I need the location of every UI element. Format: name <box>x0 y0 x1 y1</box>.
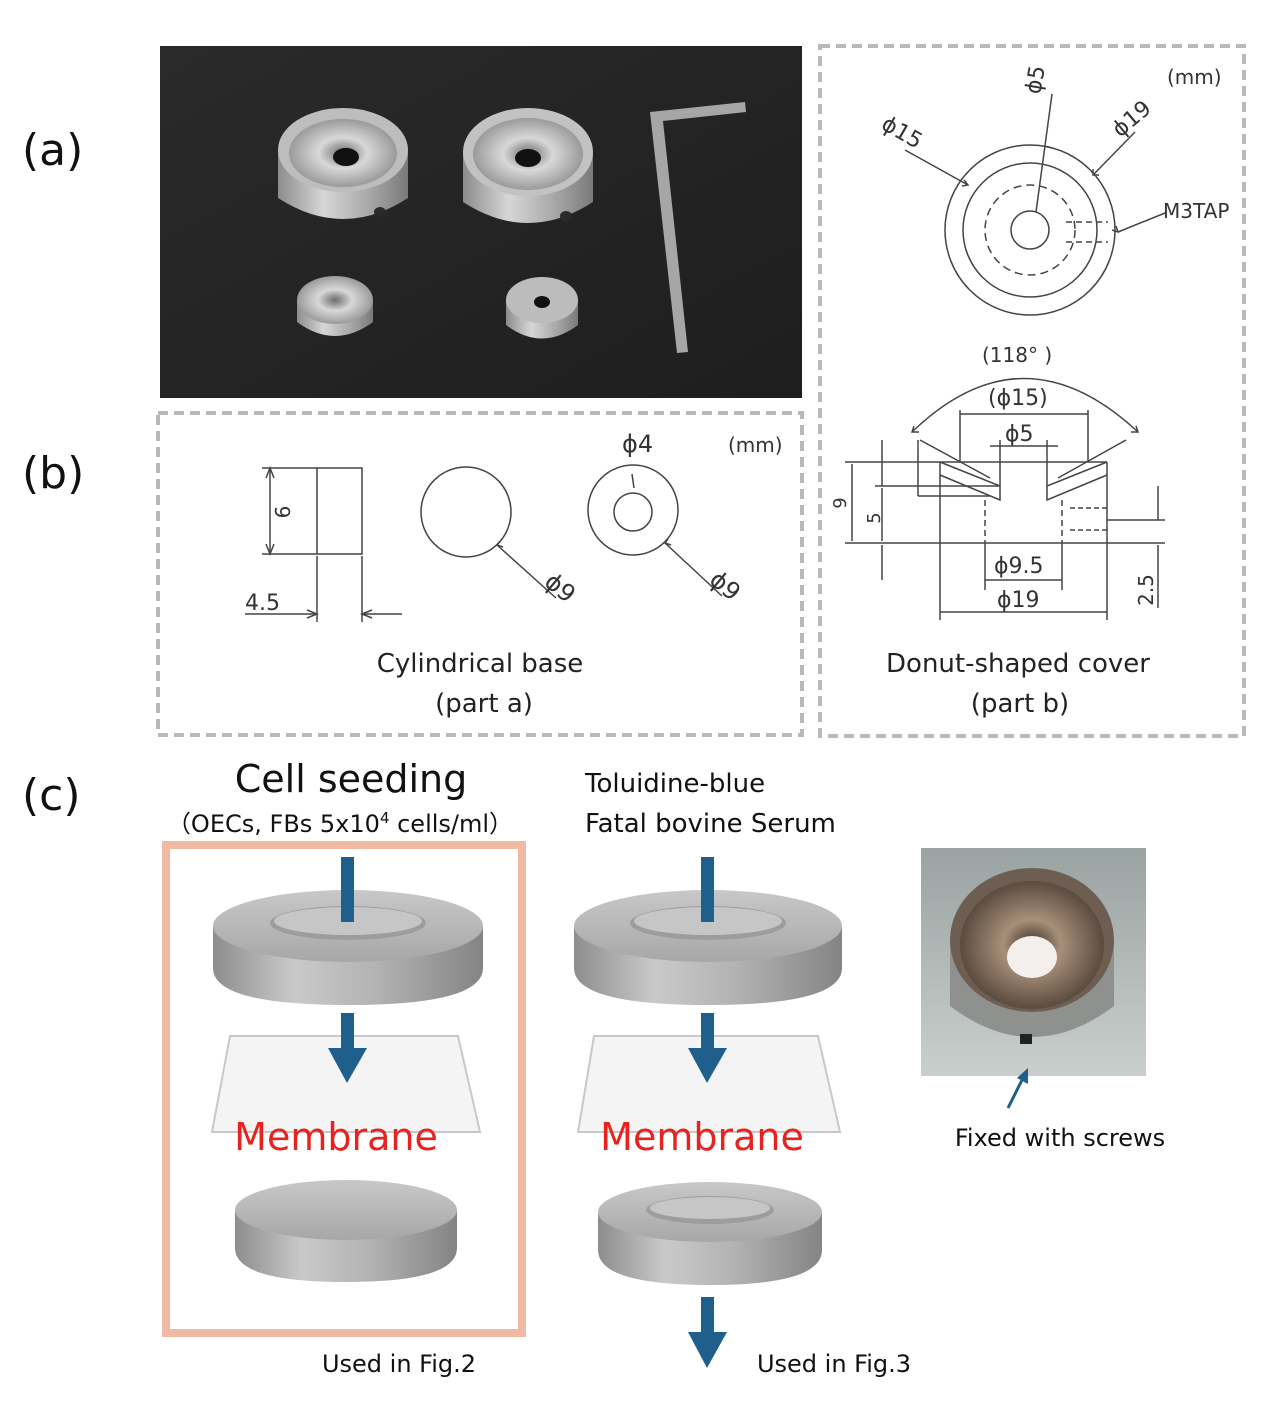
arrow-down-right <box>688 1048 727 1083</box>
dim-height-5: 5 <box>864 512 885 523</box>
photo-base-small <box>297 276 373 336</box>
drawing-cover-lines <box>845 93 1166 620</box>
base-cylinder-left <box>235 1180 457 1240</box>
dim-hole-4: ϕ4 <box>622 430 653 458</box>
arrow-reagent-shaft <box>701 857 714 922</box>
dim-phi15: ϕ15 <box>877 112 926 155</box>
dim-phi5-top: ϕ5 <box>1021 64 1051 96</box>
dim-diameter-9-plain: ϕ9 <box>539 567 581 608</box>
label-used-fig3: Used in Fig.3 <box>757 1350 911 1378</box>
label-used-fig2: Used in Fig.2 <box>322 1350 476 1378</box>
membrane-label-left: Membrane <box>234 1115 438 1159</box>
reagent-line2: Fatal bovine Serum <box>585 809 836 839</box>
dim-m3tap: M3TAP <box>1163 199 1229 223</box>
dim-height-9: 9 <box>830 497 851 508</box>
panel-label-c: (c) <box>22 770 81 821</box>
panel-label-a: (a) <box>22 125 84 176</box>
subtitle-cell-density: （OECs, FBs 5x104 cells/ml） <box>167 809 513 838</box>
photo-hex-key <box>650 102 746 353</box>
membrane-left-sheet <box>210 1035 482 1133</box>
dim-phi15-paren: (ϕ15) <box>988 386 1048 411</box>
photo-parts <box>160 46 802 398</box>
unit-label-cover: (mm) <box>1167 65 1222 89</box>
photo-cover-right <box>463 108 593 223</box>
dim-width-4-5: 4.5 <box>245 591 280 616</box>
drawing-base-lines <box>245 464 723 622</box>
caption-base-line1: Cylindrical base <box>377 649 584 679</box>
base-ring-right <box>650 1197 770 1219</box>
dim-diameter-9-ring: ϕ9 <box>704 565 746 606</box>
dim-height-2-5: 2.5 <box>1134 574 1158 606</box>
membrane-label-right: Membrane <box>600 1115 804 1159</box>
frame-cover <box>818 44 1246 738</box>
arrow-seeding-shaft <box>341 857 354 922</box>
caption-cover-line1: Donut-shaped cover <box>886 649 1150 679</box>
dim-phi19: ϕ19 <box>1108 96 1157 142</box>
drawing-base-text: (mm) 6 4.5 ϕ9 ϕ4 ϕ9 Cylindrical base (pa… <box>245 430 783 719</box>
dim-height-6: 6 <box>271 506 295 519</box>
photo-assembled <box>921 848 1146 1076</box>
stack-left: Membrane <box>210 857 483 1282</box>
reagent-line1: Toluidine-blue <box>584 769 765 799</box>
highlight-frame-fig2 <box>162 841 526 1337</box>
unit-label-b: (mm) <box>728 433 783 457</box>
dim-phi9-5: ϕ9.5 <box>994 554 1044 579</box>
label-fixed-with-screws: Fixed with screws <box>955 1124 1165 1152</box>
caption-cover-line2: (part b) <box>971 689 1069 719</box>
photo-cover-left <box>278 108 408 219</box>
photo-ring-small <box>506 277 578 339</box>
arrow-screw <box>1006 1079 1024 1109</box>
drawing-cover-text: (mm) ϕ5 ϕ15 ϕ19 M3TAP (118° ) (ϕ15) ϕ5 9… <box>830 64 1229 719</box>
dim-phi19-bottom: ϕ19 <box>997 588 1040 613</box>
panel-label-b: (b) <box>22 448 85 499</box>
stack-right: Membrane <box>574 857 842 1368</box>
membrane-right-sheet <box>576 1035 842 1133</box>
arrow-down-left <box>328 1048 367 1083</box>
dim-angle-118: (118° ) <box>982 343 1052 367</box>
dim-phi5: ϕ5 <box>1005 422 1034 447</box>
frame-panel-b <box>156 411 804 737</box>
caption-base-line2: (part a) <box>435 689 533 719</box>
arrow-out-right <box>688 1332 727 1368</box>
title-cell-seeding: Cell seeding <box>235 757 468 801</box>
